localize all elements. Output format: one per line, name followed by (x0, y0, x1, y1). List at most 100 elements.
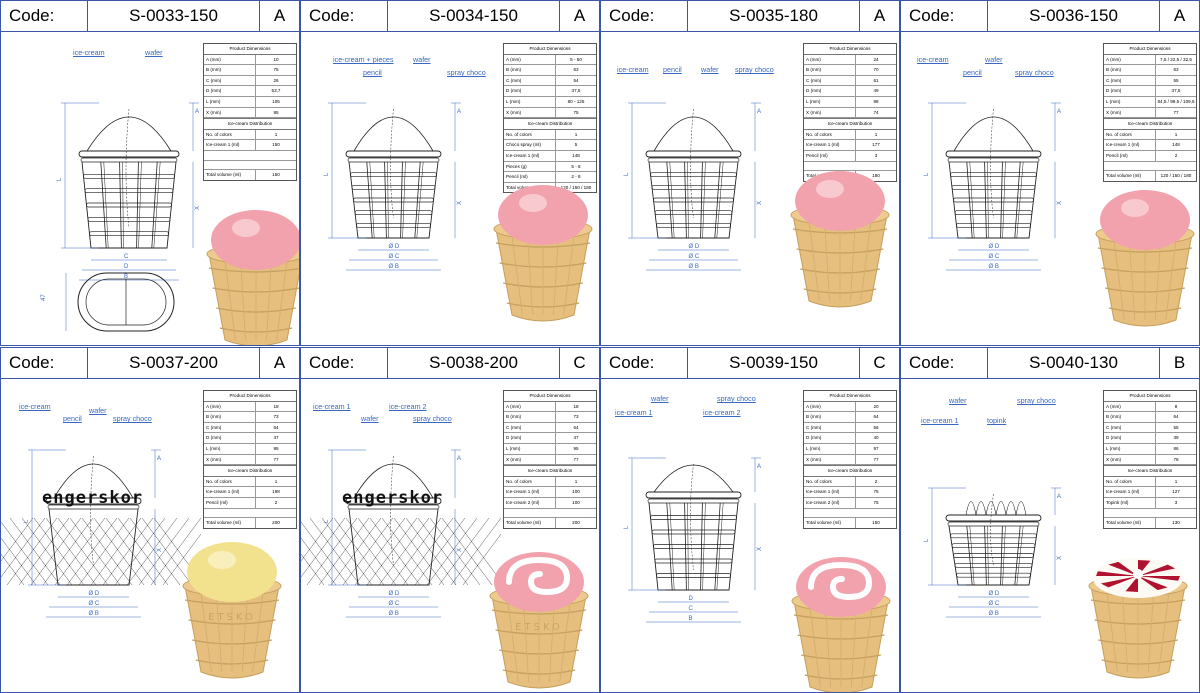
dimension-label: Ø C (88, 601, 100, 607)
dimension-label: A (195, 109, 200, 115)
row-value: 77 (1173, 109, 1179, 115)
product-render (1095, 190, 1195, 327)
row-value: 75 (873, 499, 879, 505)
product-render: ETSKO (182, 542, 282, 679)
row-key: X (mm) (504, 454, 556, 465)
table-row: X (mm)95 (204, 107, 296, 119)
dimension-label: L (924, 538, 930, 542)
row-value: 61 (873, 77, 879, 83)
row-key: L (mm) (504, 443, 556, 454)
row-value: 64 (873, 414, 879, 420)
row-key: Total volume (ml) (1104, 171, 1156, 181)
distribution-title: Ice-cream Distribution (504, 465, 596, 477)
blank-row (1104, 509, 1196, 519)
table-row: X (mm)77 (504, 454, 596, 466)
product-code: S-0039-150 (688, 348, 860, 378)
row-value: 177 (872, 142, 880, 148)
row-value: 80 - 125 (567, 98, 585, 104)
row-key: D (mm) (804, 86, 856, 96)
blank-row (204, 509, 296, 519)
table-row: L (mm)97 (804, 443, 896, 455)
callout-label: ice-cream (617, 65, 649, 74)
table-row: X (mm)77 (204, 454, 296, 466)
distribution-title: Ice-cream Distribution (204, 118, 296, 130)
table-row: X (mm)77 (1104, 107, 1196, 119)
row-key: C (mm) (1104, 75, 1156, 86)
table-row: C (mm)56 (804, 422, 896, 434)
dimension-label: Ø D (988, 244, 1000, 250)
callout-label: wafer (361, 414, 379, 423)
table-row: D (mm)37,5 (1104, 86, 1196, 97)
row-key: X (mm) (204, 107, 256, 118)
table-row: D (mm)39 (1104, 433, 1196, 444)
dimensions-title: Product Dimensions (204, 391, 296, 402)
callout-label: topink (987, 416, 1007, 425)
row-key: X (mm) (504, 107, 556, 118)
distribution-title: Ice-cream Distribution (804, 465, 896, 477)
row-key: No. of colors (1104, 129, 1156, 140)
dimensions-title: Product Dimensions (804, 391, 896, 402)
row-key: C (mm) (504, 422, 556, 433)
row-value: 2 - 8 (571, 174, 581, 180)
callout-label: ice-cream (917, 55, 949, 64)
dimension-label: L (624, 172, 630, 176)
dimensions-title: Product Dimensions (1104, 44, 1196, 55)
table-row: A (mm)5 - 50 (504, 54, 596, 66)
revision-letter: C (573, 353, 586, 372)
callout-label: spray choco (735, 65, 774, 74)
dimension-label: L (24, 519, 30, 523)
row-key: A (mm) (504, 401, 556, 412)
dimension-label: X (1057, 555, 1063, 560)
table-row: X (mm)78 (1104, 454, 1196, 466)
dimension-label: Ø B (388, 264, 399, 270)
row-value: 8 (1174, 403, 1178, 409)
revision-letter: B (1173, 353, 1186, 372)
row-key: Pencil (ml) (1104, 150, 1156, 161)
revision-letter: A (873, 6, 886, 25)
row-key: Choco spray (ml) (504, 140, 556, 150)
dimension-label: D (688, 596, 693, 602)
row-value: 1 (574, 131, 578, 137)
table-row: B (mm)63 (1104, 65, 1196, 76)
product-code: S-0035-180 (688, 1, 860, 31)
dimensions-title: Product Dimensions (804, 44, 896, 55)
table-row: A (mm)18 (204, 401, 296, 413)
distribution-title: Ice-cream Distribution (804, 118, 896, 130)
technical-drawing (61, 102, 199, 281)
row-key: A (mm) (504, 54, 556, 65)
technical-drawing (928, 487, 1061, 618)
row-key: No. of colors (204, 129, 256, 140)
dimensions-title: Product Dimensions (504, 391, 596, 402)
table-row: L (mm)95 (204, 443, 296, 455)
row-value: 77 (873, 456, 879, 462)
table-row: D (mm)47 (504, 433, 596, 444)
table-row: A (mm)7,5 / 22,5 / 32,5 (1104, 54, 1196, 66)
row-value: 75 (573, 109, 579, 115)
product-render (1088, 558, 1188, 679)
table-row: C (mm)54 (504, 75, 596, 87)
row-key: L (mm) (804, 96, 856, 107)
product-code: S-0037-200 (88, 348, 260, 378)
product-render (493, 185, 593, 322)
callout-label: pencil (963, 68, 982, 77)
row-key: L (mm) (1104, 443, 1156, 454)
table-row: Ice-cream 1 (ml)150 (204, 140, 296, 151)
row-key: Total volume (ml) (804, 518, 856, 528)
dimension-label: Ø D (688, 244, 700, 250)
row-value: 64 (1173, 414, 1179, 420)
row-value: 5 - 6 (571, 163, 581, 169)
table-row: L (mm)84,5 / 99,5 / 109,5 (1104, 96, 1196, 108)
callout-label: wafer (413, 55, 431, 64)
row-value: 24 (873, 56, 879, 62)
dimensions-title: Product Dimensions (504, 44, 596, 55)
row-value: 3 (1174, 499, 1178, 505)
